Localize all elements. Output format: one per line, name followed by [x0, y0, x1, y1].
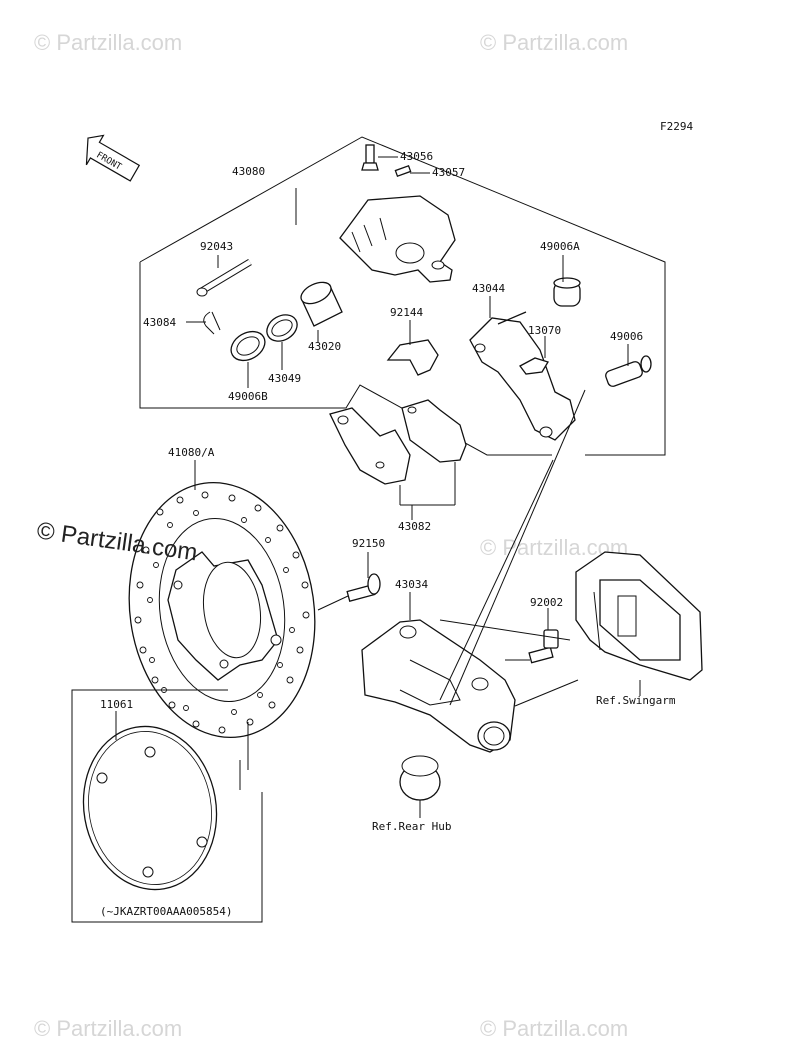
swingarm-reference [575, 551, 703, 681]
caliper-assembly-outline [139, 136, 666, 456]
dust-seal [230, 330, 266, 362]
watermark-group: © Partzilla.com © Partzilla.com © Partzi… [34, 30, 628, 1041]
gasket-box [71, 689, 263, 923]
caliper-bracket [469, 311, 576, 441]
cotter-pin [203, 311, 221, 335]
brake-pads [329, 399, 467, 506]
disc-mounting-bolt [346, 573, 381, 602]
callout-92144: 92144 [390, 306, 423, 319]
callout-43057: 43057 [432, 166, 465, 179]
pad-spring [386, 339, 439, 376]
callout-13070: 13070 [528, 324, 561, 337]
callout-92002: 92002 [530, 596, 563, 609]
caliper-piston [300, 281, 343, 327]
callout-41080A: 41080/A [168, 446, 215, 459]
piston-seal [266, 314, 298, 342]
bleed-screw [361, 144, 379, 171]
callout-92150: 92150 [352, 537, 385, 550]
serial-number-note: (~JKAZRT00AAA005854) [100, 905, 232, 918]
bracket-sleeve [605, 355, 652, 387]
pad-clip [519, 357, 549, 375]
reference-swingarm: Ref.Swingarm [596, 694, 676, 707]
watermark-bottom-left: © Partzilla.com [34, 1016, 182, 1041]
axle-bracket-bolt [528, 629, 559, 664]
figure-code: F2294 [660, 120, 693, 133]
rear-hub-collar [399, 755, 441, 801]
caliper-body [339, 195, 456, 283]
bleed-cap [394, 164, 412, 178]
callout-49006B: 49006B [228, 390, 268, 403]
callout-43044: 43044 [472, 282, 505, 295]
callout-49006: 49006 [610, 330, 643, 343]
disc-gasket [82, 725, 218, 891]
callout-43049: 43049 [268, 372, 301, 385]
callout-labels: 43080 43056 43057 92043 43084 43020 4304… [100, 150, 676, 918]
reference-rear-hub: Ref.Rear Hub [372, 820, 451, 833]
callout-43080: 43080 [232, 165, 265, 178]
callout-92043: 92043 [200, 240, 233, 253]
caliper-assembly-outline-left [139, 262, 552, 456]
brake-disc [128, 481, 316, 739]
caliper-mounting-bracket [361, 619, 516, 753]
disc-vent-holes [134, 491, 310, 734]
caliper-pin [196, 258, 252, 297]
callout-11061: 11061 [100, 698, 133, 711]
callout-43020: 43020 [308, 340, 341, 353]
leader-lines [115, 156, 641, 818]
callout-43056: 43056 [400, 150, 433, 163]
callout-43084: 43084 [143, 316, 176, 329]
front-arrow-icon: FRONT [85, 134, 141, 182]
bracket-boot [553, 277, 581, 307]
watermark-top-left: © Partzilla.com [34, 30, 182, 55]
watermark-bottom-right: © Partzilla.com [480, 1016, 628, 1041]
watermark-top-right: © Partzilla.com [480, 30, 628, 55]
callout-43082: 43082 [398, 520, 431, 533]
callout-49006A: 49006A [540, 240, 580, 253]
callout-43034: 43034 [395, 578, 428, 591]
